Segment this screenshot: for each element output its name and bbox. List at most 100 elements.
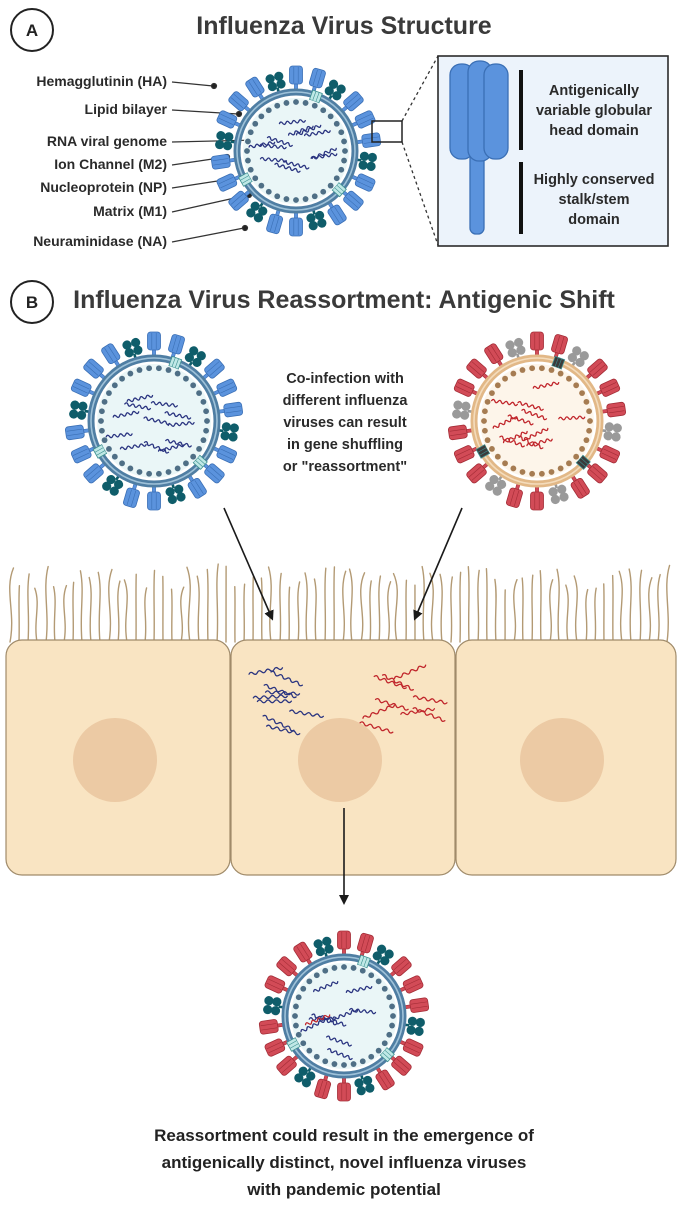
na-lobe: [176, 492, 186, 502]
na-lobe: [76, 410, 87, 420]
rna-segment: [532, 381, 560, 390]
matrix-dot: [313, 1053, 320, 1060]
matrix-dot: [548, 469, 555, 475]
ha-head: [453, 445, 475, 464]
coinfection-line-1: Co-infection with: [286, 371, 404, 387]
m2-line: [360, 956, 365, 966]
ha-head-line: [589, 469, 603, 481]
na-lobe: [216, 131, 226, 141]
matrix-dot: [204, 418, 210, 424]
na-lobe: [550, 494, 560, 505]
ha-head-line: [218, 382, 234, 390]
virus-reassortant: [258, 930, 430, 1102]
rna-segment-blue: [256, 699, 293, 704]
ha-head: [64, 424, 85, 441]
cilium: [108, 568, 113, 643]
rna-segment: [320, 1015, 347, 1027]
stalk-text-3: domain: [568, 212, 620, 228]
ha-head-line: [220, 386, 236, 394]
matrix-dot: [203, 408, 209, 415]
rna-segment: [558, 415, 586, 421]
na-lobe: [315, 946, 325, 957]
panel-b: B Influenza Virus Reassortment: Antigeni…: [5, 280, 677, 1199]
na-lobe: [221, 422, 232, 432]
rna-segment: [266, 136, 293, 147]
matrix-dot: [359, 967, 366, 974]
ha-head-line: [411, 1005, 428, 1009]
ha-head-line: [509, 489, 515, 505]
ha-head: [354, 173, 376, 192]
ha-head-line: [230, 193, 244, 205]
caption-line-2: antigenically distinct, novel influenza …: [162, 1153, 527, 1172]
na-lobe: [69, 409, 79, 419]
cilium: [260, 577, 263, 643]
na-lobe: [514, 337, 524, 348]
cilium: [153, 569, 156, 643]
na-lobe: [459, 410, 470, 420]
ha-head-line: [278, 962, 292, 974]
ha-head: [599, 378, 621, 397]
matrix-dot: [174, 370, 181, 377]
na-lobe: [224, 132, 234, 142]
cilium: [467, 565, 470, 643]
matrix-dot: [295, 1031, 302, 1038]
label-matrix: Matrix (M1): [93, 203, 167, 219]
ha-head-line: [212, 158, 229, 162]
ha-spike: [384, 1051, 412, 1076]
ha-head-line: [72, 448, 88, 456]
na-lobe: [414, 1026, 424, 1036]
rna-segment: [518, 435, 544, 450]
cilium: [313, 578, 317, 643]
ha-head-line: [74, 382, 90, 390]
panel-a: A Influenza Virus Structure Hemagglutini…: [10, 8, 669, 249]
na-lobe: [356, 1086, 366, 1096]
ha-head-line: [206, 361, 220, 373]
matrix-dot: [375, 978, 382, 985]
ha-head-line: [209, 466, 223, 478]
na-lobe: [603, 431, 613, 441]
rna-segment: [150, 400, 178, 408]
matrix-dot: [350, 965, 357, 971]
ha-head-line: [396, 1058, 410, 1070]
rna-segment: [157, 444, 185, 452]
cilium: [52, 586, 56, 643]
na-lobe: [324, 944, 334, 954]
matrix-dot: [579, 446, 585, 452]
matrix-dot: [338, 129, 345, 136]
na-lobe: [133, 345, 143, 355]
na-lobe: [272, 997, 282, 1007]
na-lobe: [548, 487, 558, 497]
bottom-caption: Reassortment could result in the emergen…: [154, 1126, 534, 1199]
matrix-dot: [293, 1003, 299, 1010]
matrix-dot: [146, 470, 153, 477]
ha-head-line: [224, 406, 241, 409]
na-lobe: [557, 484, 567, 494]
cilium: [573, 575, 578, 643]
na-lobe: [246, 208, 256, 218]
ha-head: [453, 378, 475, 397]
ha-head-line: [209, 364, 223, 376]
matrix-dot: [502, 460, 508, 467]
na-lobe: [70, 400, 80, 410]
na-lobe: [485, 481, 495, 491]
rna-segment: [499, 435, 525, 448]
ha-head: [530, 491, 544, 511]
matrix-dot: [111, 382, 118, 389]
na-lobe: [306, 213, 316, 223]
cilium: [117, 580, 121, 643]
na-spike: [69, 400, 95, 420]
cilium: [521, 577, 524, 643]
na-spike: [505, 337, 526, 364]
matrix-dot: [174, 465, 181, 472]
ha-head-line: [176, 337, 182, 353]
m2-line: [384, 1049, 393, 1057]
ha-head-line: [225, 410, 242, 414]
m2-line: [580, 457, 589, 465]
ha-head: [354, 110, 376, 129]
cilium: [513, 578, 518, 643]
na-lobe: [604, 422, 615, 432]
matrix-dot: [127, 465, 134, 472]
na-lobe: [222, 141, 233, 151]
na-lobe: [131, 337, 141, 348]
